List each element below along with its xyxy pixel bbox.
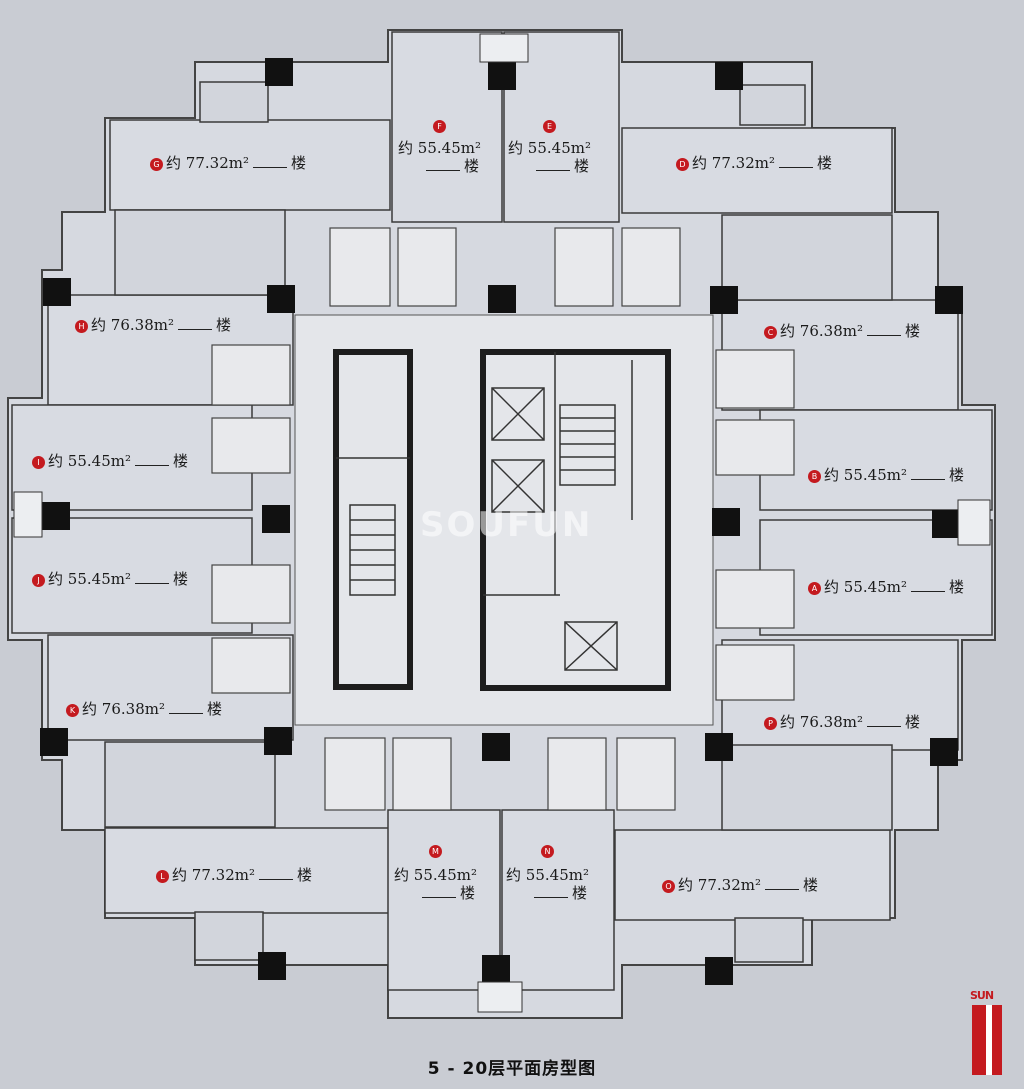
marker-l: L	[156, 870, 169, 883]
marker-a: A	[808, 582, 821, 595]
marker-i: I	[32, 456, 45, 469]
label-unit-n: N 约 55.45m² 楼	[506, 845, 589, 902]
room-n	[501, 809, 615, 991]
service-shafts	[13, 33, 991, 1013]
room-o	[614, 829, 891, 921]
plan-caption: 5 - 20层平面房型图	[427, 1059, 597, 1079]
bathrooms	[211, 227, 795, 811]
marker-p: P	[764, 717, 777, 730]
room-m	[387, 809, 501, 991]
room-f-left	[391, 31, 503, 223]
marker-c: C	[764, 326, 777, 339]
columns	[40, 58, 963, 985]
room-e	[503, 31, 620, 223]
marker-n: N	[541, 845, 554, 858]
marker-m: M	[429, 845, 442, 858]
marker-o: O	[662, 880, 675, 893]
marker-d: D	[676, 158, 689, 171]
marker-e: E	[543, 120, 556, 133]
brand-logo: SUN	[968, 985, 1008, 1077]
room-d	[621, 127, 893, 214]
marker-k: K	[66, 704, 79, 717]
watermark: SOUFUN	[420, 505, 593, 545]
label-unit-e: E 约 55.45m² 楼	[508, 120, 591, 175]
marker-g: G	[150, 158, 163, 171]
core	[333, 349, 671, 691]
marker-j: J	[32, 574, 45, 587]
room-l	[104, 827, 396, 914]
marker-f-left: F	[433, 120, 446, 133]
label-unit-m: M 约 55.45m² 楼	[394, 845, 477, 902]
marker-b: B	[808, 470, 821, 483]
logo-text: SUN	[970, 989, 994, 1002]
marker-h: H	[75, 320, 88, 333]
room-b	[759, 409, 993, 511]
label-unit-f-left: F 约 55.45m² 楼	[398, 120, 481, 175]
core-details	[336, 352, 633, 671]
